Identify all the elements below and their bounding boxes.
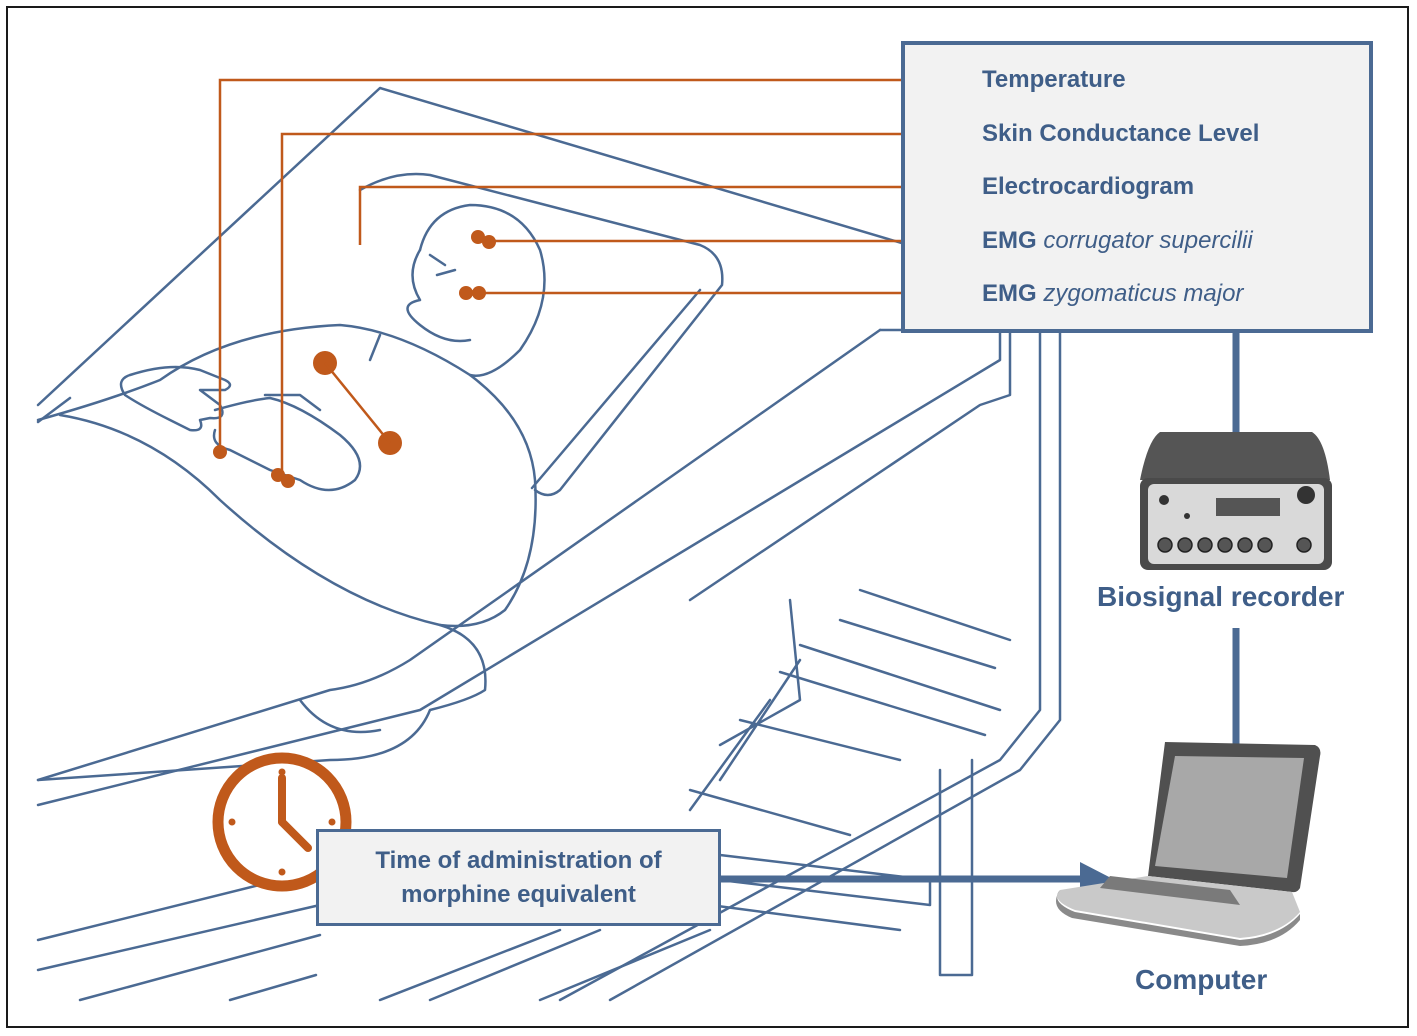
- clock-icon: [212, 752, 352, 892]
- signal-label-emg-corrugator: EMG corrugator supercilii: [982, 227, 1253, 254]
- biosignal-recorder-icon: [1140, 432, 1332, 570]
- signal-label-emg-zygomaticus: EMG zygomaticus major: [982, 280, 1244, 307]
- ecg-lead: [324, 362, 391, 444]
- figure-frame: [6, 6, 1409, 1028]
- lead-wires: [218, 78, 963, 478]
- corrugator-electrode: [471, 230, 485, 244]
- signal-label-temperature: Temperature: [982, 66, 1126, 93]
- zygomaticus-electrode: [459, 286, 473, 300]
- signal-label-skin-conductance: Skin Conductance Level: [982, 120, 1260, 147]
- signal-muscle-name: corrugator supercilii: [1043, 227, 1253, 254]
- laptop-icon: [1056, 742, 1321, 946]
- signal-label-ecg: Electrocardiogram: [982, 173, 1195, 200]
- signals-panel: [901, 41, 1373, 333]
- computer-label: Computer: [1135, 964, 1268, 995]
- zygomaticus-electrode: [472, 286, 486, 300]
- corrugator-electrode: [482, 235, 496, 249]
- scl-electrode: [281, 474, 295, 488]
- admin-line-2: morphine equivalent: [401, 880, 636, 908]
- morphine-administration-box: Time of administration of morphine equiv…: [316, 829, 721, 926]
- admin-line-1: Time of administration of: [375, 846, 662, 874]
- biosignal-recorder-label: Biosignal recorder: [1097, 581, 1345, 612]
- signal-muscle-name: zygomaticus major: [1043, 280, 1244, 307]
- temperature-electrode: [213, 445, 227, 459]
